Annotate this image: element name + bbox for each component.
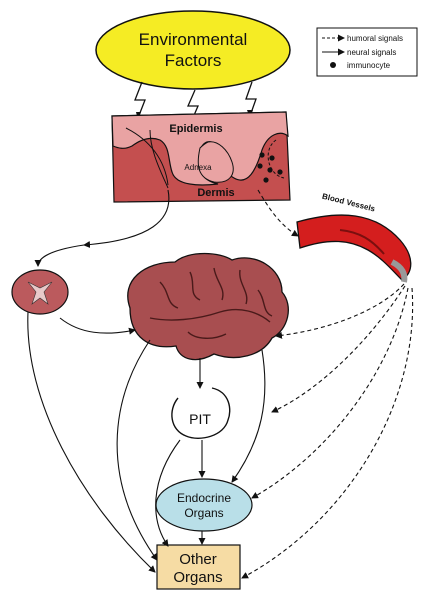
blood-vessel-end [390,259,408,283]
arrow-vessel-to-other [241,287,414,579]
environmental-factors-node: Environmental Factors [95,10,291,90]
brain-shape [127,252,289,361]
immunocyte-dot [257,163,263,169]
pituitary-node: PIT [171,387,231,439]
immunocyte-dot [277,169,283,175]
other-organs-node: Other Organs [156,544,241,590]
neural-arrows [27,189,266,573]
environmental-factors-line2: Factors [165,51,222,70]
skin-nerve-fiber [125,127,169,186]
blood-vessel-shape [296,214,412,281]
arrow-pit-to-other [155,439,181,547]
arrow-skin-to-spinal [83,189,170,249]
endocrine-organs-ellipse [155,478,253,532]
blood-vessel-fold [339,229,385,255]
lightning-bolts [134,81,257,121]
arrow-spinal-to-brain [59,317,136,335]
environmental-factors-ellipse [95,10,291,90]
other-organs-line1: Other [179,551,217,568]
pituitary-outline [171,387,231,439]
arrow-to-spinal-cord [34,244,85,267]
endocrine-organs-line2: Organs [184,506,223,520]
lightning-bolt-icon [187,89,199,121]
arrow-brain-to-endocrine [231,349,266,483]
arrow-brain-to-other [116,339,158,561]
endocrine-organs-node: Endocrine Organs [155,478,253,532]
blood-vessels-label: Blood Vessels [321,192,376,214]
arrow-vessel-to-endocrine [251,287,409,499]
brain-folds [149,267,273,339]
lightning-bolt-icon [245,81,257,117]
immunocyte-dot [269,155,275,161]
legend-immunocyte-label: immunocyte [347,61,391,70]
arrow-vessel-to-pit [271,285,406,413]
brain-node [127,252,289,361]
spinal-gray-matter [27,281,53,305]
legend-humoral-label: humoral signals [347,34,403,43]
humoral-arrows [241,189,414,579]
lightning-bolt-icon [134,81,146,119]
dermis-label: Dermis [197,187,234,199]
immunocyte-dot [259,152,265,158]
skin-section: Epidermis Adnexa Dermis [111,111,291,203]
blood-vessel-node: Blood Vessels [296,192,412,283]
adnexa-structure [197,141,234,183]
legend-neural-label: neural signals [347,48,396,57]
legend-immunocyte-icon [330,62,336,68]
other-organs-box [156,544,241,590]
legend: humoral signals neural signals immunocyt… [316,27,418,77]
other-organs-line2: Organs [173,569,222,586]
skin-nerve-fiber [149,129,169,189]
arrow-spinal-to-other [27,311,156,573]
endocrine-organs-line1: Endocrine [177,491,231,505]
arrow-vessel-to-brain [275,283,405,339]
immunocyte-dot [263,177,269,183]
pit-label: PIT [189,411,211,427]
spinal-cord-node [11,269,69,315]
environmental-factors-line1: Environmental [139,30,248,49]
arrow-skin-to-vessel [257,189,299,237]
adnexa-label: Adnexa [184,163,212,172]
epidermis-label: Epidermis [169,123,222,135]
